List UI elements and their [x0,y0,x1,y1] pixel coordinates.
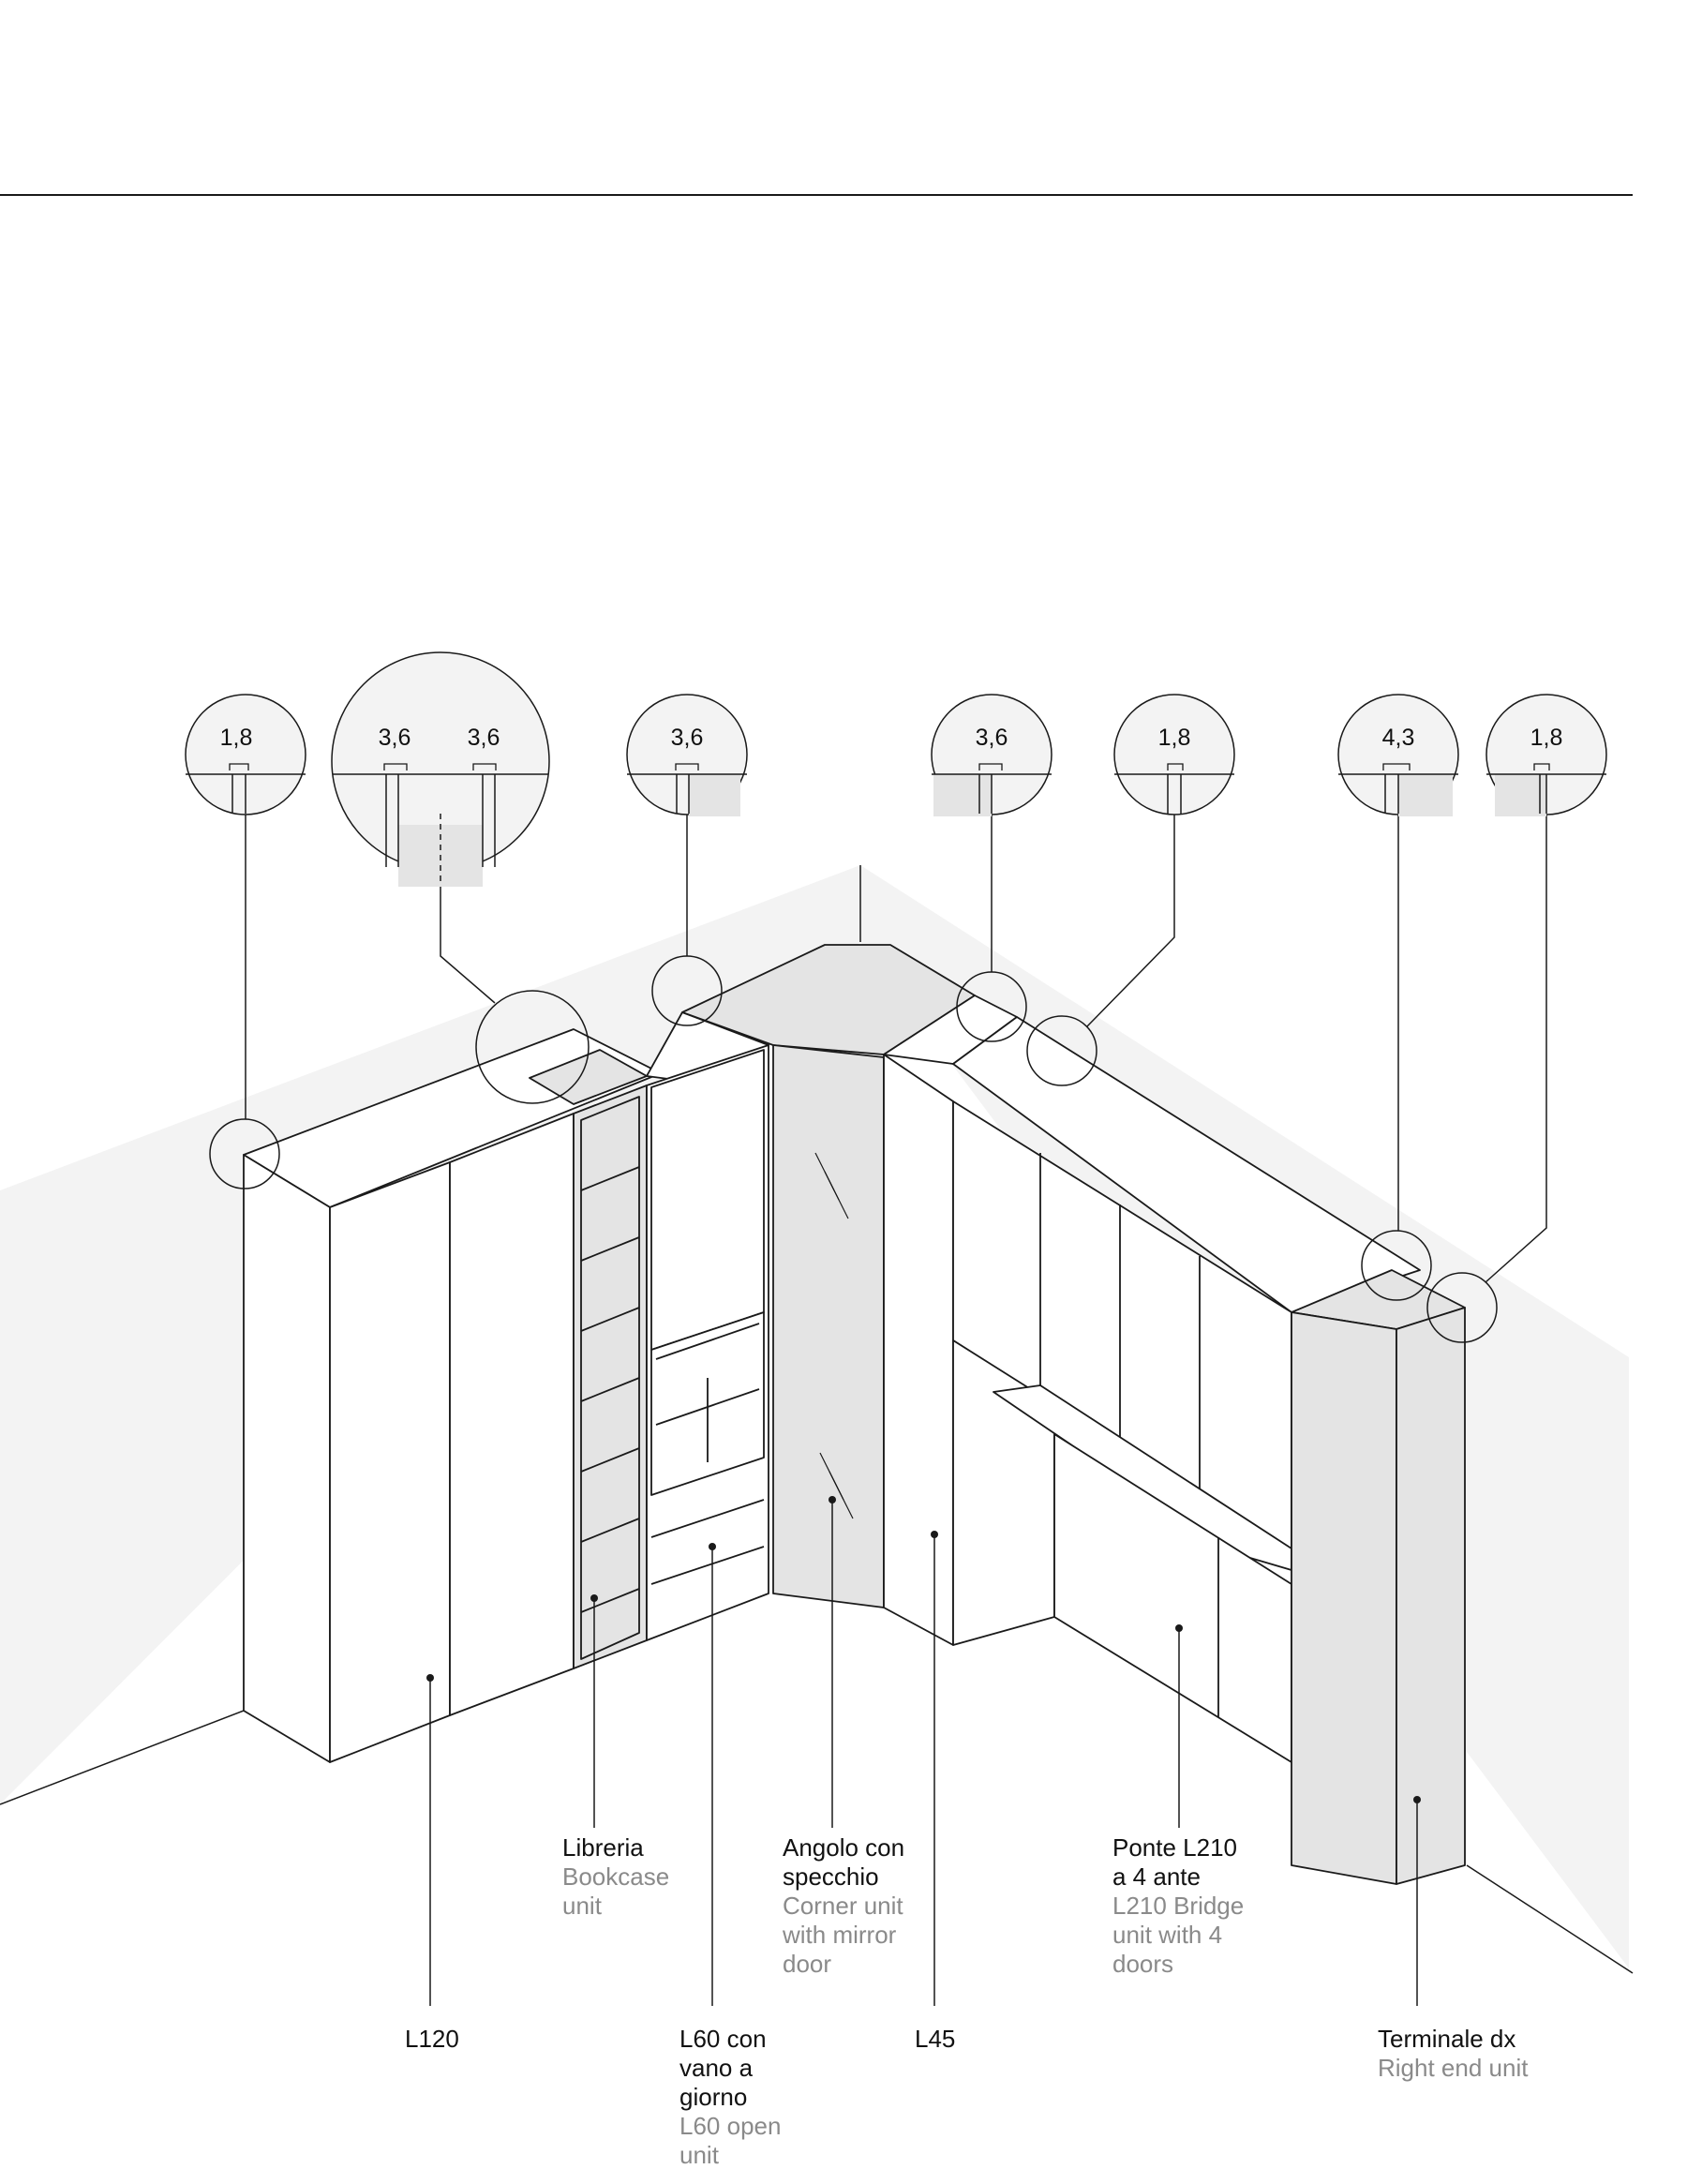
dimension-d4: 3,6 [976,725,1008,751]
dimension-d1: 1,8 [220,725,253,751]
label-ponte-en-line: doors [1112,1950,1174,1978]
mirror-reflections [814,1152,854,1519]
dimension-d5: 1,8 [1158,725,1191,751]
corner-mirror [772,1044,885,1608]
label-angolo-en-line: with mirror [783,1921,897,1949]
label-ponte-en-line: unit with 4 [1112,1921,1223,1949]
detail-circle-3 [626,694,748,816]
l60-niche-lines [655,1323,760,1462]
bookcase-inner [580,1096,640,1660]
dimension-d2b: 3,6 [468,725,500,751]
top-right-run [952,1016,1421,1313]
wardrobe-composition [243,944,1466,1885]
label-terminale: Terminale dx Right end unit [1378,2025,1528,2083]
l120-door-left [329,1161,451,1763]
dimension-d2a: 3,6 [379,725,411,751]
label-l60-it-line: vano a [679,2054,754,2082]
dimension-d6: 4,3 [1382,725,1415,751]
label-angolo: Angolo con specchio Corner unit with mir… [783,1833,904,1979]
bookcase-shelves [580,1166,640,1613]
l120-door-right [449,1113,575,1716]
label-l60: L60 con vano a giorno L60 open unit [679,2025,781,2170]
structure-detail-circles [209,955,1498,1343]
label-libreria-en-line: unit [562,1892,602,1920]
detail-circle-1 [185,694,306,815]
label-angolo-en-line: Corner unit [783,1892,903,1920]
wall-lines [0,865,1634,1974]
label-terminale-it-line: Terminale dx [1378,2025,1516,2053]
label-libreria-it-line: Libreria [562,1833,644,1862]
label-libreria: Libreria Bookcase unit [562,1833,669,1921]
label-l60-en-line: unit [679,2141,719,2169]
label-l120-it-line: L120 [405,2025,459,2053]
label-l120: L120 [405,2025,459,2054]
label-l45: L45 [915,2025,955,2054]
dimension-d3: 3,6 [671,725,704,751]
label-l60-it-line: L60 con [679,2025,767,2053]
bridge-door-lines [1039,1153,1201,1500]
label-l45-it-line: L45 [915,2025,956,2053]
detail-circle-6 [1337,694,1459,816]
label-angolo-en-line: door [783,1950,832,1978]
detail-circle-5 [1113,694,1235,815]
detail-circle-7 [1485,694,1607,816]
label-angolo-it-line: specchio [783,1862,879,1891]
label-ponte-it-line: a 4 ante [1112,1862,1201,1891]
label-ponte-it-line: Ponte L210 [1112,1833,1238,1862]
detail-leaders [245,814,1547,1283]
detail-circle-4 [931,694,1053,816]
label-l60-en-line: L60 open [679,2112,782,2140]
label-ponte: Ponte L210 a 4 ante L210 Bridge unit wit… [1112,1833,1244,1979]
label-terminale-en-line: Right end unit [1378,2054,1529,2082]
terminale-side [1396,1307,1466,1885]
terminale-front [1291,1311,1397,1885]
label-l60-it-line: giorno [679,2083,748,2111]
l60-drawers [650,1499,765,1585]
detail-circle-2 [331,651,550,887]
zoom-circles [185,651,1607,887]
label-libreria-en-line: Bookcase [562,1862,670,1891]
l120-side [243,1154,331,1763]
l45-door [883,1054,954,1646]
callout-dots [426,1496,1421,1803]
l60-upper-door [650,1049,765,1351]
callout-leaders [429,1500,1418,2006]
label-angolo-it-line: Angolo con [783,1833,905,1862]
dimension-brackets [229,763,1550,770]
label-ponte-en-line: L210 Bridge [1112,1892,1245,1920]
dimension-d7: 1,8 [1530,725,1563,751]
